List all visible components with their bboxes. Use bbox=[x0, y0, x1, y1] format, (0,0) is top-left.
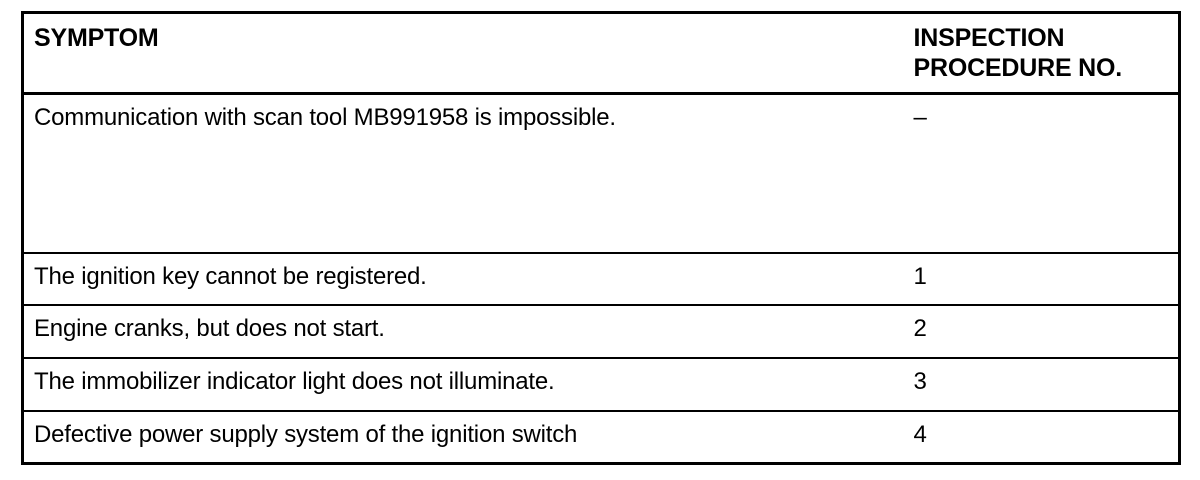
cell-symptom: Engine cranks, but does not start. bbox=[22, 304, 904, 359]
cell-procedure-no: – bbox=[903, 93, 1180, 254]
table-header-row: SYMPTOM INSPECTION PROCEDURE NO. bbox=[22, 12, 1180, 95]
cell-symptom: Communication with scan tool MB991958 is… bbox=[22, 93, 904, 254]
procedure-no-text: 1 bbox=[913, 262, 927, 290]
cell-procedure-no: 2 bbox=[903, 304, 1180, 359]
header-cell-symptom: SYMPTOM bbox=[22, 12, 904, 95]
table-row: Defective power supply system of the ign… bbox=[22, 410, 1180, 464]
symptom-text: The immobilizer indicator light does not… bbox=[34, 367, 555, 395]
cell-procedure-no: 1 bbox=[903, 252, 1180, 306]
cell-procedure-no: 3 bbox=[903, 357, 1180, 412]
procedure-no-text: 4 bbox=[913, 420, 927, 448]
header-label-procedure-no: INSPECTION PROCEDURE NO. bbox=[913, 24, 1123, 82]
procedure-no-text: 2 bbox=[913, 314, 927, 342]
cell-symptom: Defective power supply system of the ign… bbox=[22, 410, 904, 464]
procedure-no-text: – bbox=[913, 104, 927, 131]
symptom-inspection-table: SYMPTOM INSPECTION PROCEDURE NO. Communi… bbox=[21, 11, 1181, 465]
cell-symptom: The ignition key cannot be registered. bbox=[22, 252, 904, 306]
cell-symptom: The immobilizer indicator light does not… bbox=[22, 357, 904, 412]
table-row: Communication with scan tool MB991958 is… bbox=[22, 93, 1180, 254]
table-row: Engine cranks, but does not start. 2 bbox=[22, 304, 1180, 359]
symptom-text: The ignition key cannot be registered. bbox=[34, 262, 427, 290]
symptom-text: Communication with scan tool MB991958 is… bbox=[34, 104, 616, 131]
symptom-text: Defective power supply system of the ign… bbox=[34, 420, 578, 448]
table-row: The ignition key cannot be registered. 1 bbox=[22, 252, 1180, 306]
table-row: The immobilizer indicator light does not… bbox=[22, 357, 1180, 412]
header-cell-procedure-no: INSPECTION PROCEDURE NO. bbox=[903, 12, 1180, 95]
symptom-text: Engine cranks, but does not start. bbox=[34, 314, 385, 342]
procedure-no-text: 3 bbox=[913, 367, 927, 395]
header-label-symptom: SYMPTOM bbox=[34, 24, 159, 52]
cell-procedure-no: 4 bbox=[903, 410, 1180, 464]
